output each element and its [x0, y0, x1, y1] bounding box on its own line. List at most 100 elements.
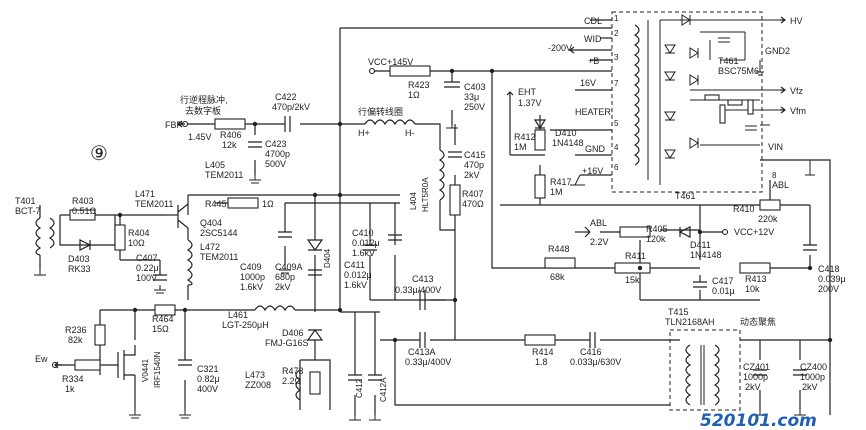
label-c409av: 680p — [275, 272, 295, 282]
label-pb: +B — [588, 56, 599, 66]
label-vfz: Vfz — [790, 86, 804, 96]
label-r410: R410 — [733, 204, 755, 214]
hv-arrow — [780, 16, 786, 24]
pin-1: 1 — [614, 14, 619, 23]
vcc12-terminal — [721, 228, 729, 236]
r448 — [544, 257, 576, 269]
label-c418: C418 — [818, 264, 840, 274]
label-c422v: 470p/2kV — [272, 102, 310, 112]
c407 — [153, 274, 167, 281]
label-cdl: CDL — [584, 16, 602, 26]
r413 — [739, 262, 771, 274]
label-fbp: FBP — [165, 120, 183, 130]
label-fbp-note: 行逆程脉冲, — [180, 94, 228, 105]
r464 — [154, 304, 176, 316]
watermark: 520101.com — [700, 411, 817, 430]
label-c410u: 1.6kV — [352, 248, 375, 258]
l473 — [295, 369, 302, 401]
label-r411: R411 — [625, 251, 646, 261]
fbp-arrow — [177, 120, 185, 128]
d411 — [678, 226, 691, 238]
label-c409u: 1.6kV — [240, 282, 263, 292]
label-r404: R404 — [128, 228, 150, 238]
cz401 — [753, 369, 767, 376]
label-eht: EHT — [518, 87, 537, 97]
l461 — [254, 305, 296, 312]
label-c411u: 1.6kV — [344, 280, 367, 290]
vfz-arrow — [780, 86, 786, 94]
label-c418v: 0.039μ — [818, 274, 846, 284]
c413 — [419, 290, 426, 310]
label-l405v: TEM2011 — [205, 170, 243, 180]
label-cz400: CZ400 — [800, 362, 827, 372]
label-r334: R334 — [62, 374, 84, 384]
label-fbp-v: 1.45V — [188, 132, 212, 142]
label-c415u: 2kV — [464, 170, 480, 180]
c409a — [308, 269, 322, 276]
d410 — [533, 119, 547, 130]
label-d411: D411 — [690, 240, 711, 250]
label-fbp-note2: 去数字板 — [185, 105, 221, 116]
label-l405: L405 — [205, 160, 225, 170]
label-c409au: 2kV — [275, 282, 291, 292]
r473 — [309, 371, 321, 395]
vfm-arrow — [780, 106, 786, 114]
c422 — [284, 116, 291, 132]
label-ew: Ew — [35, 354, 48, 364]
label-r412v: 1M — [514, 142, 527, 152]
label-hminus: H- — [405, 128, 415, 138]
label-c416v: 0.033μ/630V — [570, 357, 621, 367]
pin-8: 8 — [772, 171, 777, 180]
label-r417v: 1M — [550, 187, 563, 197]
label-vcc145: VCC+145V — [368, 57, 413, 67]
c403 — [444, 81, 460, 88]
label-r423v: 1Ω — [408, 90, 420, 100]
label-c411: C411 — [344, 260, 365, 270]
label-r413: R413 — [745, 274, 767, 284]
label-r448v: 68k — [550, 272, 565, 282]
label-r445v: 1Ω — [262, 199, 274, 209]
label-r464v: 15Ω — [152, 324, 169, 334]
label-c403u: 250V — [464, 102, 485, 112]
label-cz401u: 2kV — [745, 382, 761, 392]
label-d403v: RK33 — [68, 264, 91, 274]
label-r464: R464 — [152, 314, 174, 324]
label-vin: VIN — [768, 142, 783, 152]
label-eht-v: 1.37V — [518, 98, 542, 108]
l472 — [186, 239, 193, 286]
label-r403v: 0.51Ω — [72, 206, 97, 216]
c321 — [178, 359, 192, 366]
c413a — [419, 332, 426, 348]
label-r411v: 15k — [625, 275, 640, 285]
label-l461: L461 — [228, 310, 248, 320]
label-c409a: C409A — [275, 262, 303, 272]
label-c423v: 4700p — [265, 149, 290, 159]
r410 — [759, 199, 781, 211]
pin-2: 2 — [614, 29, 619, 38]
label-c413v: 0.33μ/400V — [395, 285, 441, 295]
c411 — [388, 234, 402, 241]
t461-enclosure — [611, 11, 763, 193]
label-r417: R417 — [550, 177, 572, 187]
label-c412: C412 — [355, 378, 364, 398]
label-r404v: 10Ω — [128, 238, 145, 248]
label-c422: C422 — [275, 92, 297, 102]
ew-arrow — [54, 361, 62, 369]
label-l472: L472 — [200, 242, 220, 252]
r403 — [69, 209, 96, 221]
r407 — [449, 184, 461, 216]
label-c407: C407 — [136, 253, 158, 263]
r406 — [214, 118, 246, 130]
label-t461v: BSC75M6 — [718, 66, 759, 76]
label-c321v: 0.82μ — [197, 374, 220, 384]
label-c321u: 400V — [197, 384, 218, 394]
label-d403: D403 — [68, 254, 90, 264]
label-c410v: 0.012μ — [352, 238, 380, 248]
label-r334v: 1k — [65, 384, 75, 394]
label-l471: L471 — [135, 189, 155, 199]
label-d404: D404 — [323, 248, 332, 268]
c410 — [363, 244, 377, 251]
r445 — [227, 197, 259, 209]
